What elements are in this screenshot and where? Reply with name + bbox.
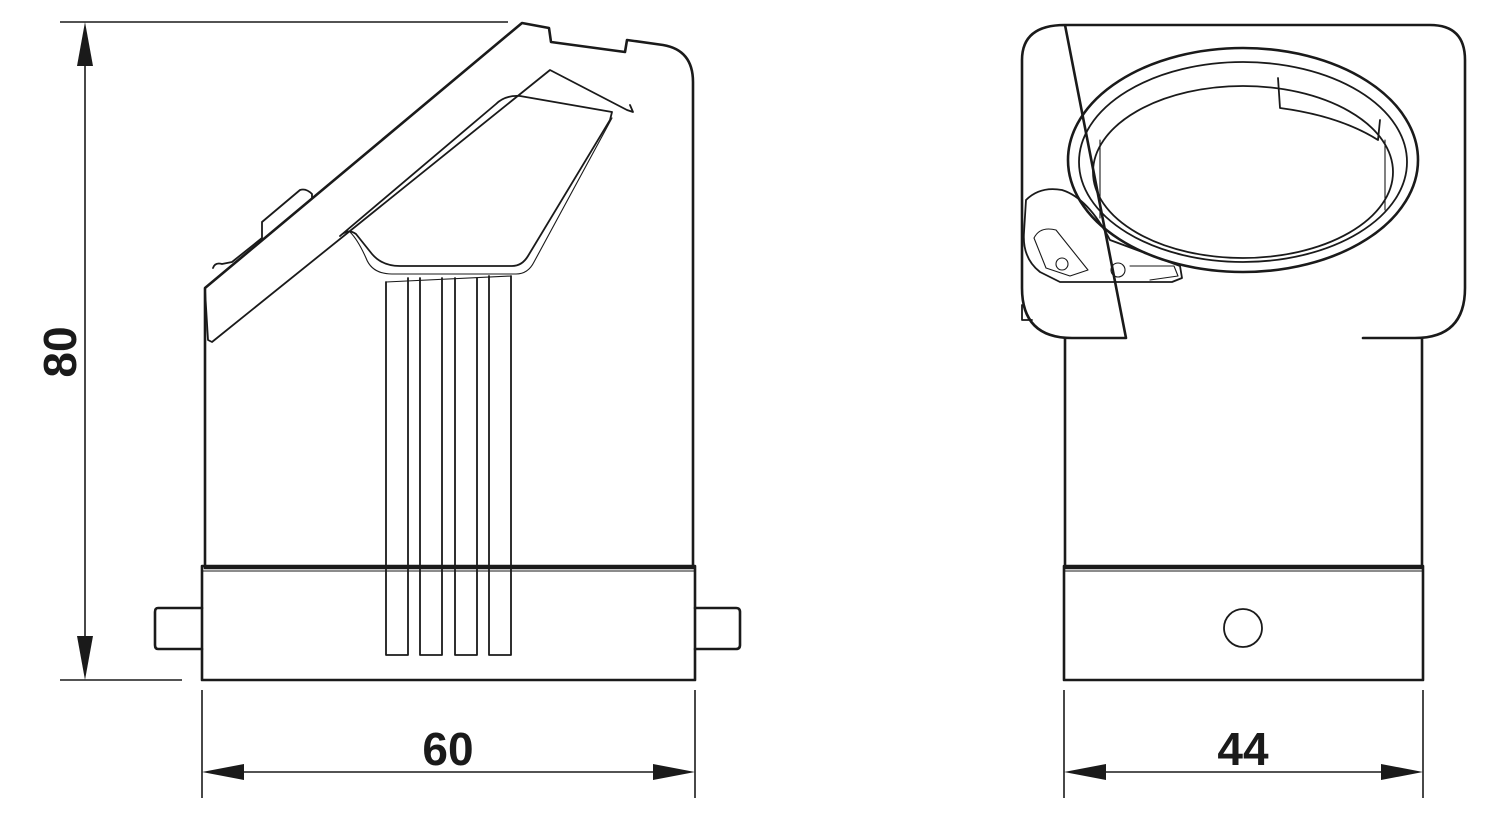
height-arrow-bottom [77, 636, 93, 680]
side-view-hood-window-inner [349, 117, 613, 275]
front-view-lever-inner [1033, 228, 1089, 277]
side-view-lid-edge [204, 69, 634, 343]
front-view-head-edge [1021, 304, 1033, 321]
front-view [1020, 23, 1467, 682]
side-view-base [200, 564, 697, 682]
front-width-arrow-left [1064, 764, 1106, 780]
side-width-arrow-left [202, 764, 244, 780]
front-view-opening-inner [1092, 85, 1394, 259]
height-arrow-top [77, 22, 93, 66]
front-view-base-hole [1223, 608, 1263, 648]
dimension-height: 80 [34, 21, 508, 681]
side-view-body-outline [203, 21, 695, 570]
height-label: 80 [34, 326, 86, 377]
side-view-ribs [385, 275, 512, 656]
front-view-locking-lever [1022, 188, 1183, 283]
side-view-left-lug [153, 606, 204, 651]
side-view [153, 21, 742, 682]
dimension-front-width: 44 [1063, 690, 1424, 798]
front-view-lever-pin-2 [1110, 262, 1126, 278]
front-view-head [1020, 23, 1467, 340]
rib [454, 277, 478, 656]
side-width-arrow-right [653, 764, 695, 780]
side-width-label: 60 [422, 723, 473, 775]
front-view-opening-outer [1066, 46, 1420, 274]
front-view-body [1063, 336, 1424, 570]
side-view-latch-bump [212, 188, 313, 269]
dimension-side-width: 60 [201, 690, 696, 798]
front-view-opening-ring [1078, 61, 1408, 263]
side-view-hood-window [339, 95, 613, 267]
front-view-ring-notch [1277, 77, 1381, 141]
front-view-lever-tip [1129, 265, 1179, 281]
rib-top-edge [385, 275, 512, 283]
side-view-right-lug [693, 606, 742, 651]
front-width-label: 44 [1217, 723, 1269, 775]
front-width-arrow-right [1381, 764, 1423, 780]
front-view-base [1062, 564, 1425, 682]
front-view-lever-pin-1 [1055, 257, 1069, 271]
rib [419, 277, 443, 656]
rib [488, 275, 512, 656]
rib [385, 277, 409, 656]
